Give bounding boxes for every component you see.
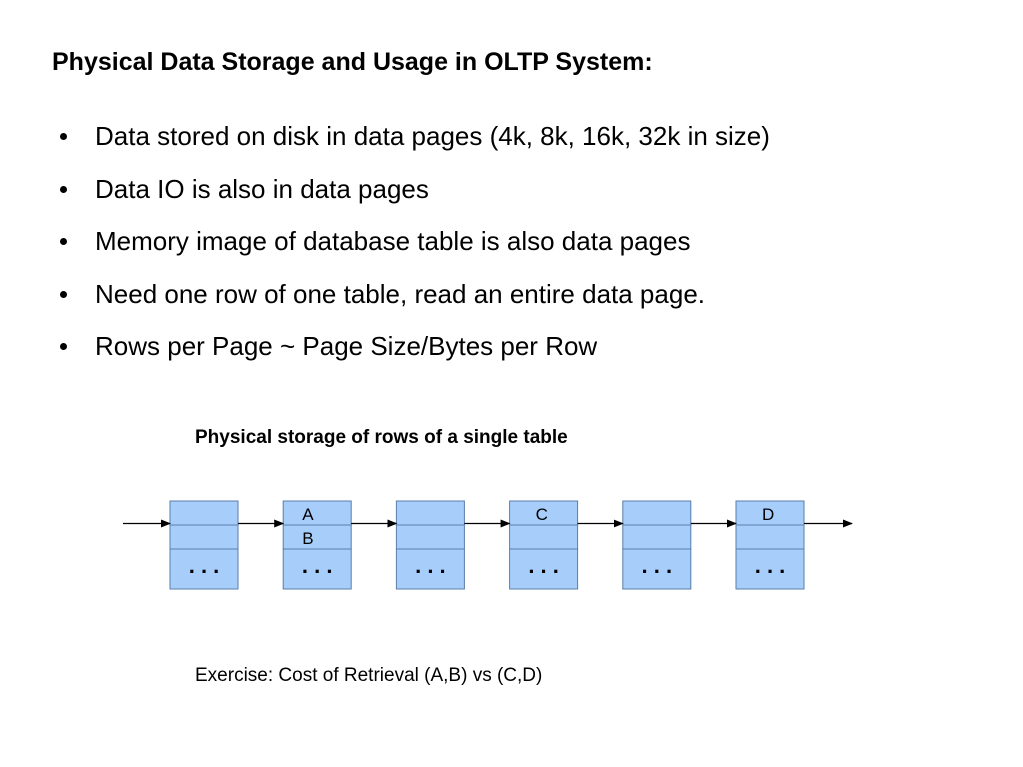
data-pages: . . . AB . . . . . . C . . . . . . D . . . xyxy=(169,500,805,590)
page-row-cell xyxy=(622,524,692,550)
page-row-cell xyxy=(282,500,352,526)
page-more-rows-cell xyxy=(735,548,805,590)
data-page: AB . . . xyxy=(282,500,352,590)
page-row-cell xyxy=(395,524,465,550)
page-more-rows-cell xyxy=(395,548,465,590)
page-row-cell xyxy=(169,500,239,526)
bullet-text: Rows per Page ~ Page Size/Bytes per Row xyxy=(95,331,598,361)
more-rows-ellipsis: . . . xyxy=(528,553,559,578)
row-label: B xyxy=(302,529,313,548)
more-rows-ellipsis: . . . xyxy=(302,553,333,578)
data-page: . . . xyxy=(395,500,465,590)
page-more-rows-cell xyxy=(282,548,352,590)
page-row-cell xyxy=(395,500,465,526)
bullet-text: Memory image of database table is also d… xyxy=(95,226,691,256)
page-row-cell xyxy=(509,524,579,550)
data-page: . . . xyxy=(622,500,692,590)
page-row-cell xyxy=(282,524,352,550)
bullet-text: Data stored on disk in data pages (4k, 8… xyxy=(95,121,770,151)
page-row-cell xyxy=(735,524,805,550)
page-more-rows-cell xyxy=(509,548,579,590)
bullet-dot-icon xyxy=(60,185,67,193)
page-row-cell xyxy=(622,500,692,526)
slide-title: Physical Data Storage and Usage in OLTP … xyxy=(52,48,653,76)
data-page: D . . . xyxy=(735,500,805,590)
row-label: A xyxy=(302,505,314,524)
bullet-text: Data IO is also in data pages xyxy=(95,173,429,204)
data-page: . . . xyxy=(169,500,239,590)
page-more-rows-cell xyxy=(169,548,239,590)
more-rows-ellipsis: . . . xyxy=(189,553,220,578)
page-row-cell xyxy=(735,500,805,526)
row-label: C xyxy=(536,505,548,524)
page-row-cell xyxy=(169,524,239,550)
bullet-dot-icon xyxy=(60,343,67,350)
exercise-text: Exercise: Cost of Retrieval (A,B) vs (C,… xyxy=(195,665,543,686)
data-page: C . . . xyxy=(509,500,579,590)
more-rows-ellipsis: . . . xyxy=(415,553,446,578)
bullet-dot-icon xyxy=(60,238,67,245)
page-row-cell xyxy=(509,500,579,526)
diagram-caption: Physical storage of rows of a single tab… xyxy=(195,427,568,448)
more-rows-ellipsis: . . . xyxy=(642,553,673,578)
more-rows-ellipsis: . . . xyxy=(755,553,786,578)
page-more-rows-cell xyxy=(622,548,692,590)
row-label: D xyxy=(762,505,774,524)
bullet-dot-icon xyxy=(60,133,67,140)
bullet-text: Need one row of one table, read an entir… xyxy=(95,278,705,309)
bullet-dot-icon xyxy=(60,290,67,298)
